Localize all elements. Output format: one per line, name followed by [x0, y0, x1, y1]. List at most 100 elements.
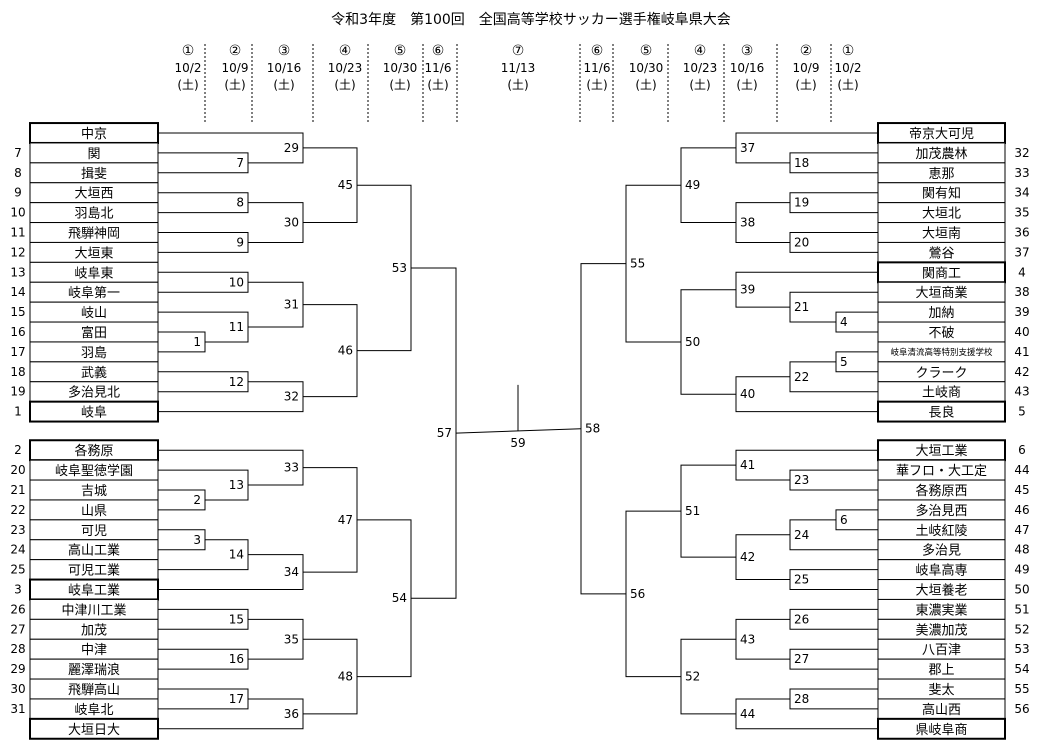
team-name: 加茂 [81, 623, 107, 638]
round-date: 10/2 [835, 61, 862, 75]
match-number: 7 [236, 156, 244, 170]
page-title: 令和3年度 第100回 全国高等学校サッカー選手権岐阜県大会 [331, 11, 731, 28]
seed-number: 23 [10, 523, 25, 537]
round-day: (土) [736, 78, 757, 92]
match-number: 3 [193, 533, 201, 547]
team-entry: 可児 23 [10, 519, 159, 541]
match-number: 54 [392, 591, 407, 605]
match-number: 33 [284, 461, 299, 475]
round-header: ⑤10/30(土) [383, 43, 418, 92]
seed-number: 30 [10, 682, 25, 696]
team-entry: 大垣養老 50 [877, 579, 1030, 600]
match-number: 14 [229, 548, 244, 562]
match-number: 19 [794, 196, 809, 210]
seed-number: 44 [1014, 463, 1029, 477]
seed-number: 37 [1014, 245, 1029, 259]
match-number: 44 [740, 707, 755, 721]
seed-number: 47 [1014, 523, 1029, 537]
seeded-team-box [29, 717, 159, 740]
match-number: 58 [585, 422, 600, 436]
match-number: 29 [284, 141, 299, 155]
match-number: 37 [740, 141, 755, 155]
round-headers: ① 10/2 (土) ②10/9(土) ③10/16(土) ④10/23(土) ⑤10/30… [175, 43, 862, 92]
seed-number: 7 [14, 146, 22, 160]
match-number: 39 [740, 283, 755, 297]
team-name: 土岐商 [922, 386, 961, 401]
seed-number: 31 [10, 702, 25, 716]
team-entry: 大垣商業 38 [877, 281, 1030, 303]
team-name: 可児 [81, 524, 107, 539]
round-header: ②10/9(土) [793, 43, 820, 92]
team-name: 岐阜北 [74, 702, 113, 718]
seed-number: 38 [1014, 285, 1029, 299]
match-number: 23 [794, 473, 809, 487]
seed-number: 25 [10, 563, 25, 577]
team-name: 東濃実業 [915, 602, 967, 618]
seed-number: 11 [10, 226, 25, 240]
seed-number: 45 [1014, 483, 1029, 497]
seed-number: 46 [1014, 503, 1029, 517]
match-number: 12 [229, 375, 244, 389]
round-header: ③10/16(土) [730, 43, 765, 92]
seed-number: 12 [10, 245, 25, 259]
round-date: 10/16 [267, 61, 302, 75]
team-name: 可児工業 [68, 563, 120, 579]
round-date: 11/6 [584, 61, 611, 75]
team-name: 大垣養老 [915, 583, 967, 599]
match-number: 2 [193, 493, 201, 507]
match-number: 22 [794, 370, 809, 384]
team-name: 山県 [81, 504, 107, 519]
team-name: 大垣日大 [68, 723, 120, 738]
team-name: 岐阜工業 [68, 583, 120, 599]
seed-number: 48 [1014, 543, 1029, 557]
team-name: 岐阜聖徳学園 [55, 463, 133, 479]
team-name: クラーク [915, 366, 967, 381]
team-name: 岐山 [81, 306, 107, 321]
team-name: 中津川工業 [61, 602, 126, 618]
round-day: (土) [389, 78, 410, 92]
team-name: 大垣商業 [915, 285, 967, 301]
team-name: 不破 [928, 326, 954, 341]
seed-number: 50 [1014, 583, 1029, 597]
team-name: 岐阜清流高等特別支援学校 [890, 347, 993, 358]
seed-number: 36 [1014, 226, 1029, 240]
match-number: 6 [840, 513, 848, 527]
seed-number: 49 [1014, 563, 1029, 577]
match-number: 42 [740, 550, 755, 564]
final-line [455, 428, 582, 434]
team-name: 高山工業 [68, 543, 120, 559]
team-name: 鶯谷 [928, 246, 954, 261]
team-name: 県岐阜商 [915, 722, 967, 738]
team-entry: 大垣日大 [29, 717, 159, 740]
match-number: 48 [338, 670, 353, 684]
team-name: 多治見 [922, 543, 961, 559]
team-entry: 帝京大可児 [877, 122, 1006, 144]
seeded-team-box [877, 717, 1006, 740]
round-number: ① [182, 43, 195, 59]
match-number: 16 [229, 652, 244, 666]
seed-number: 17 [10, 345, 25, 359]
match-number: 21 [794, 300, 809, 314]
round-header: ④10/23(土) [328, 43, 363, 92]
team-name: 関商工 [922, 266, 961, 281]
seed-number: 16 [10, 325, 25, 339]
